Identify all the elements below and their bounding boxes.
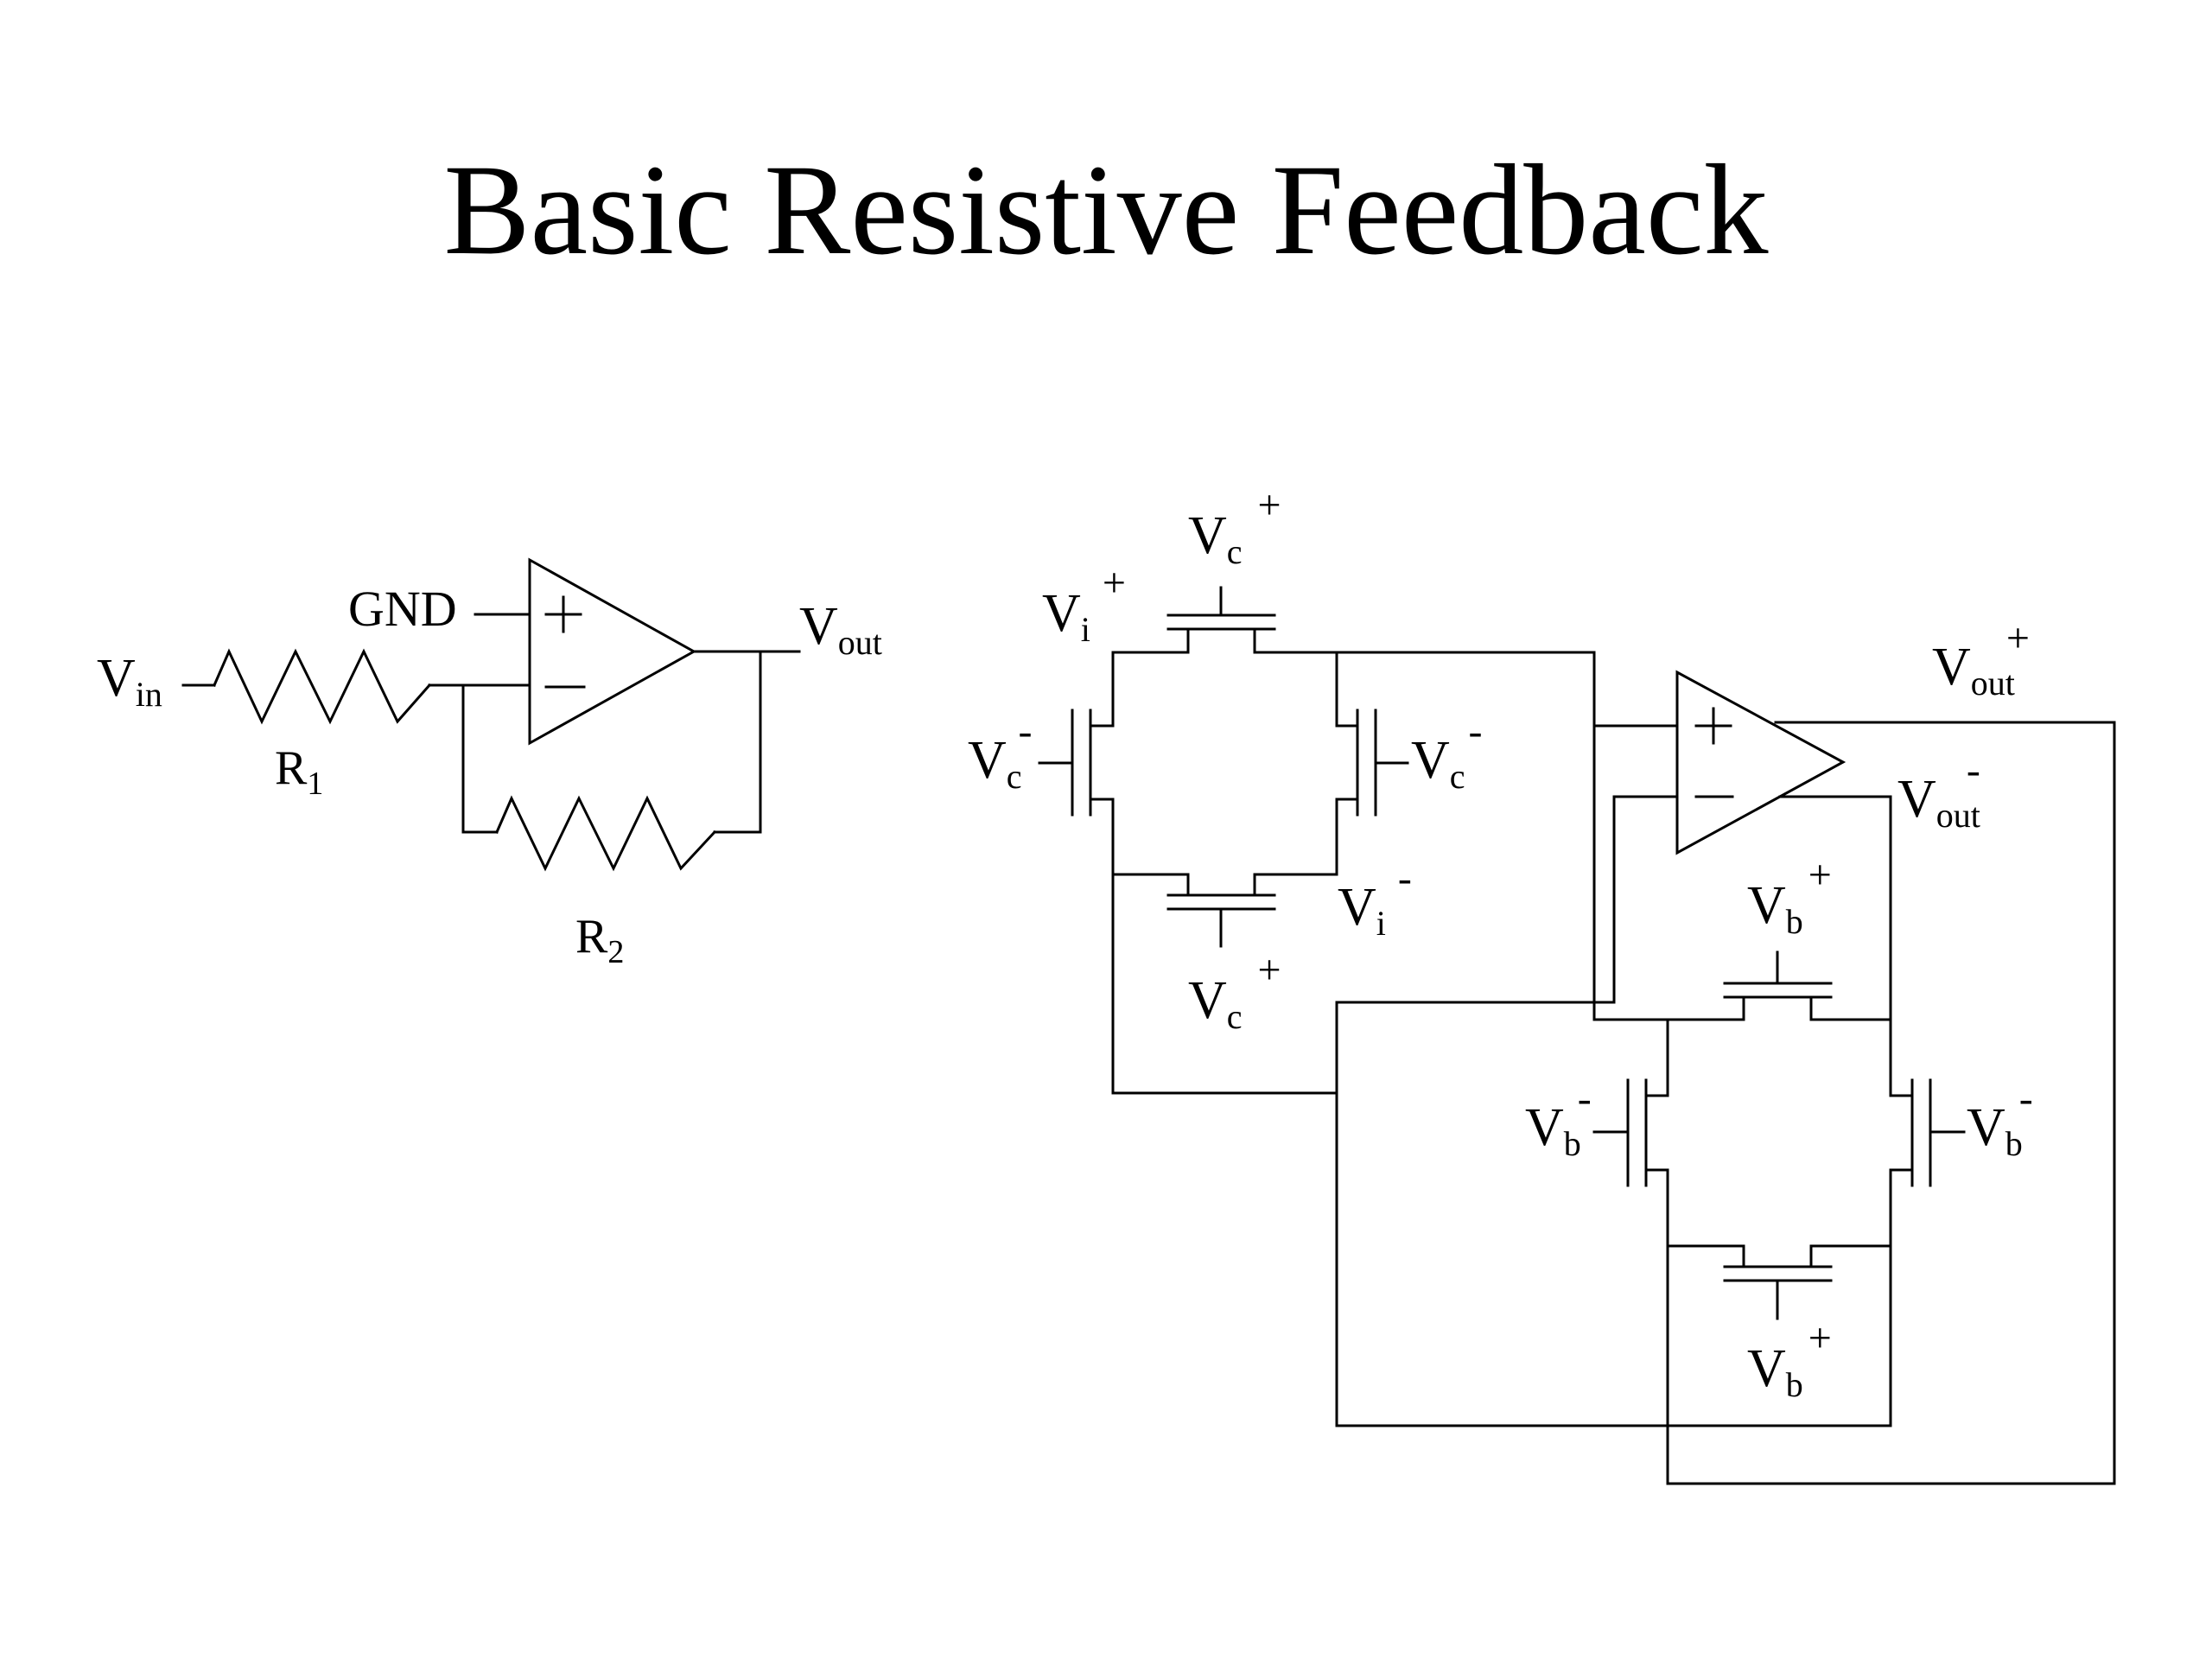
right-circuit: Vc+ Vi+ Vc- Vc- Vi- Vc+ Vout+ Vout- Vb+ … [968, 482, 2116, 1485]
gnd-label: GND [348, 581, 457, 637]
t1-left-source [1089, 798, 1115, 876]
r1-label: R1 [275, 741, 323, 802]
r2-label: R2 [575, 910, 624, 970]
t2-top-source [1809, 995, 1892, 1021]
t2-right-drain [1889, 1018, 1914, 1097]
right-opamp [1675, 670, 1847, 855]
t2-top-drain [1666, 995, 1745, 1021]
t2-right-source [1889, 1168, 1914, 1248]
wire-ring1-bottom-left [1111, 873, 1338, 1095]
wire-ring2-to-ring1 [1592, 724, 1669, 1021]
wire-minus-input [1335, 795, 1892, 1427]
vc-top-label: Vc+ [1188, 482, 1281, 571]
vi-minus-label: Vi- [1338, 855, 1412, 943]
resistor-r2 [495, 795, 717, 872]
vb-left-label: Vb- [1525, 1076, 1592, 1163]
t1-right-drain [1335, 651, 1359, 728]
vb-bottom-label: Vb+ [1747, 1315, 1832, 1404]
t2-left-source [1644, 1168, 1669, 1248]
vout-plus-label: Vout+ [1932, 615, 2030, 702]
vout-minus-label: Vout- [1897, 747, 1980, 835]
wire-vout-plus [1666, 721, 2116, 1485]
left-opamp [528, 557, 697, 746]
t1-top-source [1253, 627, 1338, 654]
t1-bottom-source [1253, 873, 1338, 897]
t2-left-drain [1644, 1018, 1669, 1097]
vb-top-label: Vb+ [1747, 852, 1832, 941]
slide-title: Basic Resistive Feedback [443, 138, 1769, 282]
vb-right-label: Vb- [1967, 1076, 2033, 1163]
wire-vout-minus [1778, 795, 1892, 1021]
wire-ring1-to-plus [1335, 651, 1679, 728]
left-circuit: Vin GND Vout R1 R2 [97, 557, 882, 970]
r2-loop-left [461, 683, 499, 834]
vi-plus-label: Vi+ [1042, 560, 1126, 649]
r2-loop-right [713, 650, 762, 834]
vc-bottom-label: Vc+ [1188, 947, 1281, 1036]
resistor-r1 [213, 648, 432, 725]
t1-left-drain [1089, 651, 1115, 728]
vc-left-label: Vc- [968, 709, 1033, 796]
vc-right-label: Vc- [1411, 709, 1483, 796]
t1-top-drain [1111, 627, 1190, 654]
t2-bottom-source [1809, 1244, 1892, 1268]
vin-label: Vin [97, 649, 162, 714]
t2-bottom-drain [1666, 1244, 1745, 1268]
vout-label: Vout [799, 597, 882, 662]
t1-bottom-drain [1111, 873, 1190, 897]
t1-right-source [1335, 798, 1359, 876]
